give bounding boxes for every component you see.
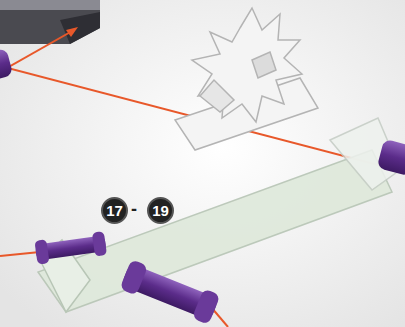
long-rod [38, 150, 392, 312]
grey-part-side [60, 12, 100, 44]
grey-part-top [0, 0, 100, 10]
purple-rod [34, 231, 107, 265]
grey-part [0, 0, 100, 44]
callout-text: 19 [152, 202, 169, 219]
callout-number: 17 [101, 197, 128, 224]
callout-number: 19 [147, 197, 174, 224]
arrow-head [66, 27, 78, 37]
purple-rod [377, 139, 405, 177]
purple-rod [120, 259, 221, 325]
range-dash: - [131, 199, 137, 220]
star-connector [175, 8, 318, 150]
purple-rod [0, 48, 13, 83]
guide-line [0, 252, 40, 256]
callout-text: 17 [106, 202, 123, 219]
guide-line [0, 30, 74, 72]
